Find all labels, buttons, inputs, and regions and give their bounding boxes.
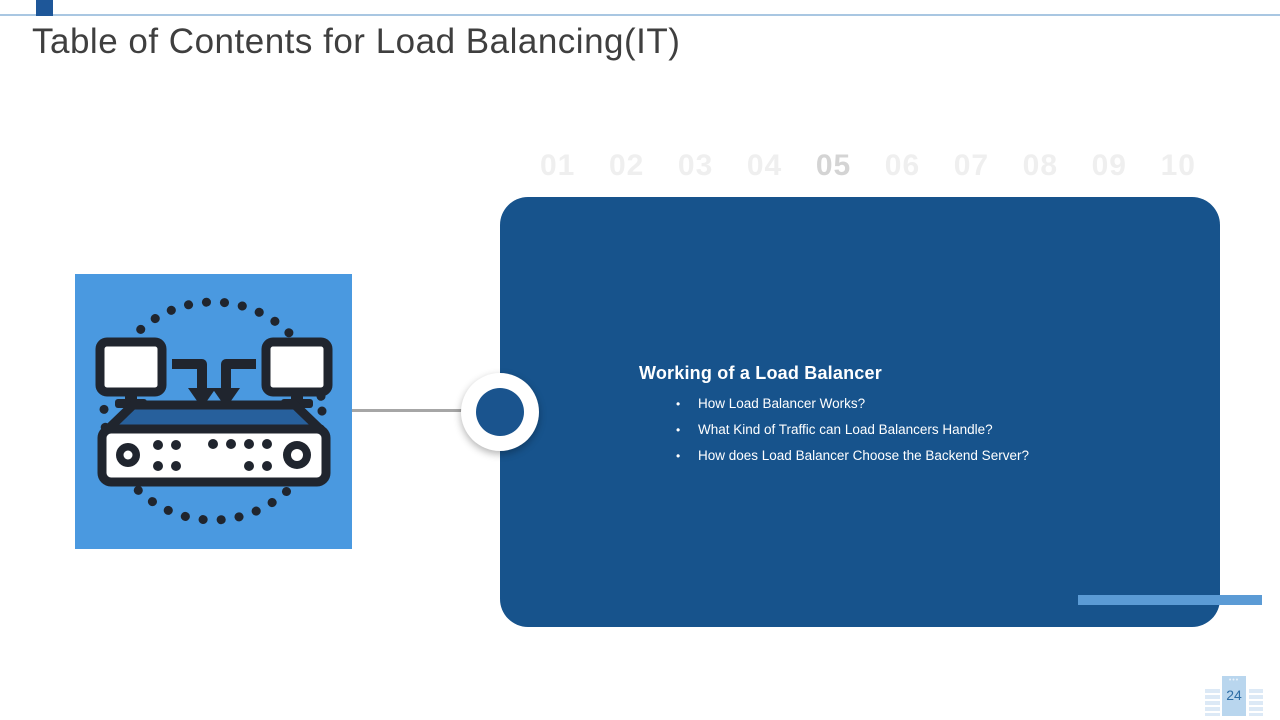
timeline-node-dot — [476, 388, 524, 436]
load-balancer-icon — [95, 297, 333, 525]
bullet-text: How does Load Balancer Choose the Backen… — [698, 448, 1029, 463]
page-number: 24 — [1226, 687, 1242, 703]
bullet-item: • How Load Balancer Works? — [639, 396, 1029, 422]
top-divider-line — [0, 14, 1280, 16]
connector-line — [352, 409, 466, 412]
panel-content: Working of a Load Balancer • How Load Bal… — [639, 363, 1029, 474]
panel-heading: Working of a Load Balancer — [639, 363, 882, 383]
bullet-dot: • — [676, 397, 681, 411]
bullet-item: • What Kind of Traffic can Load Balancers… — [639, 422, 1029, 448]
mini-document-icon — [1205, 689, 1220, 716]
bullet-text: What Kind of Traffic can Load Balancers … — [698, 422, 993, 437]
toc-numbers-row: 01 02 03 04 05 06 07 08 09 10 — [540, 149, 1196, 183]
panel-bullet-list: • How Load Balancer Works? • What Kind of T… — [639, 396, 1029, 474]
toc-number-04: 04 — [746, 149, 783, 182]
toc-number-10: 10 — [1160, 149, 1196, 182]
page-number-group: ••• 24 — [1205, 676, 1280, 720]
toc-number-03: 03 — [677, 149, 714, 182]
toc-number-07: 07 — [953, 149, 990, 182]
toc-number-06: 06 — [884, 149, 921, 182]
bullet-item: • How does Load Balancer Choose the Backe… — [639, 448, 1029, 474]
toc-number-01: 01 — [540, 149, 576, 182]
content-panel: Working of a Load Balancer • How Load Bal… — [500, 197, 1220, 627]
mini-document-icon — [1249, 689, 1263, 716]
toc-number-09: 09 — [1091, 149, 1127, 182]
toc-number-05: 05 — [815, 149, 852, 182]
accent-underline-bar — [1078, 595, 1262, 605]
bullet-text: How Load Balancer Works? — [698, 396, 866, 411]
page-number-card: ••• 24 — [1222, 676, 1246, 716]
top-accent-square — [36, 0, 53, 16]
bullet-dot: • — [676, 423, 681, 437]
bullet-dot: • — [676, 449, 681, 463]
slide-title: Table of Contents for Load Balancing(IT) — [32, 22, 681, 61]
toc-number-02: 02 — [608, 149, 645, 182]
dots-icon: ••• — [1228, 677, 1240, 684]
timeline-node — [461, 373, 539, 451]
toc-number-08: 08 — [1022, 149, 1059, 182]
icon-tile — [75, 274, 352, 549]
